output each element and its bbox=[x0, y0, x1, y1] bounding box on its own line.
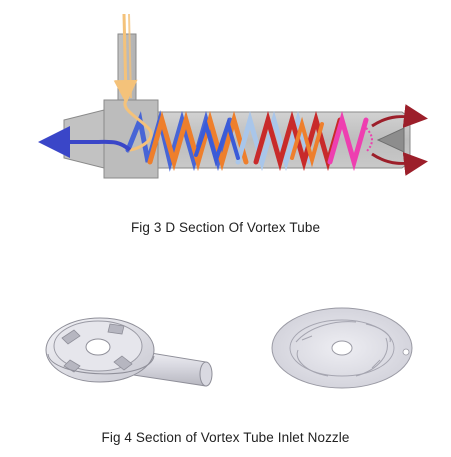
figure-4-caption: Fig 4 Section of Vortex Tube Inlet Nozzl… bbox=[101, 430, 350, 445]
cold-exit-arrow bbox=[38, 126, 132, 158]
inlet-nozzle-figure bbox=[0, 290, 451, 400]
swirl-helix bbox=[125, 110, 369, 172]
nozzle-3d-model bbox=[45, 317, 213, 387]
cold-end-cone bbox=[63, 109, 105, 169]
hot-exit-arrows bbox=[365, 104, 428, 176]
inlet-air-flow bbox=[113, 13, 153, 152]
hot-end-valve bbox=[376, 127, 405, 153]
figure-3-caption: Fig 3 D Section Of Vortex Tube bbox=[130, 220, 321, 235]
inlet-nozzle-illustration bbox=[45, 307, 413, 389]
vortex-tube-figure bbox=[0, 0, 451, 200]
vortex-tube-illustration bbox=[38, 13, 428, 179]
nozzle-disc-section bbox=[271, 307, 413, 389]
